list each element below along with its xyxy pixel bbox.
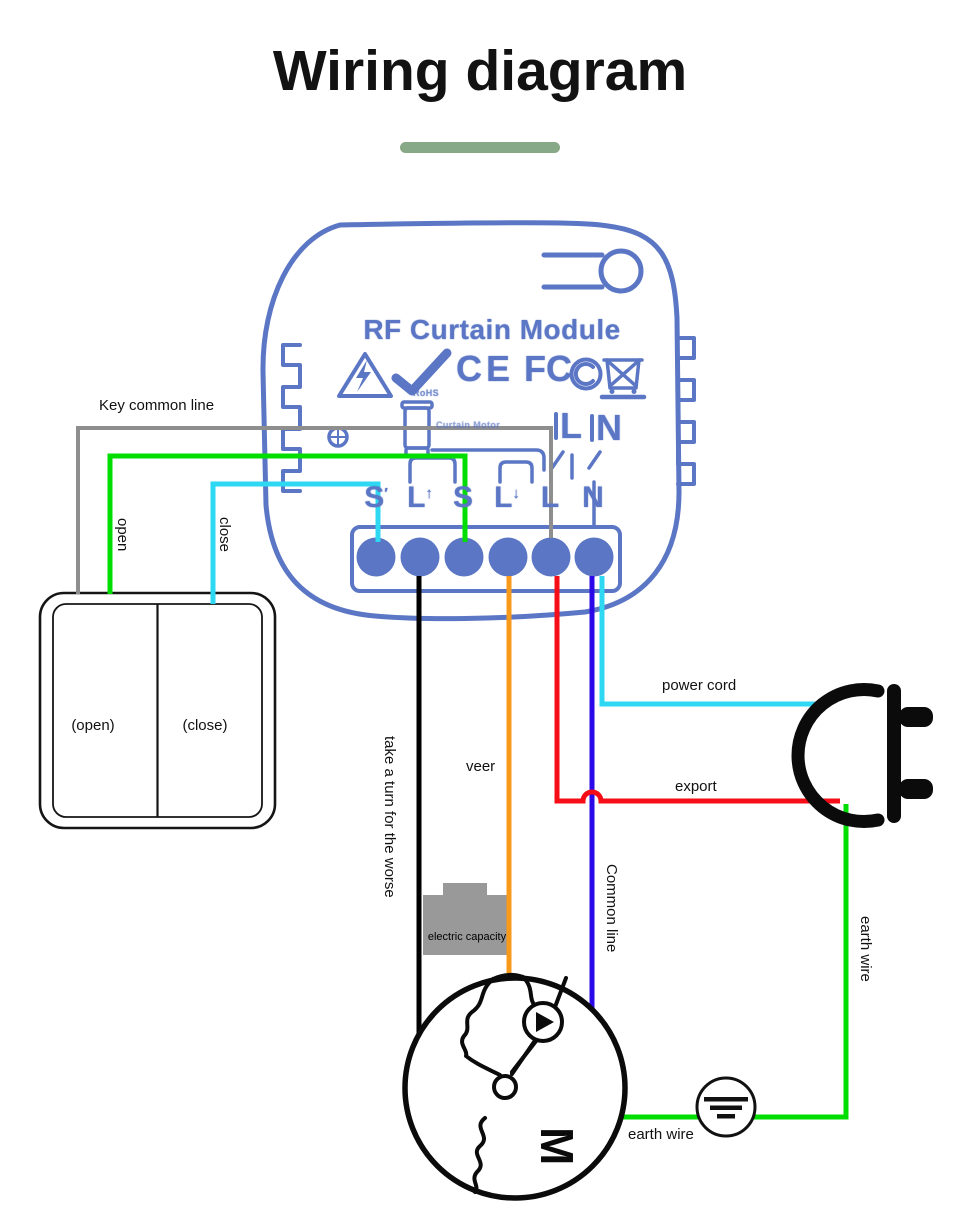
- plug-icon: [791, 683, 933, 828]
- wire-key-common-gray: [76, 426, 553, 594]
- terminal-3: [444, 537, 484, 577]
- motor-squiggle: [472, 1116, 487, 1194]
- motor-link-lines: [510, 976, 568, 1076]
- module-left-clip: [281, 343, 302, 493]
- motor-icon: [402, 972, 628, 1201]
- terminal-2: [400, 537, 440, 577]
- rohs-check-icon: [391, 348, 452, 396]
- title-underline: [400, 142, 560, 153]
- terminal-5: [531, 537, 571, 577]
- terminal-1: [356, 537, 396, 577]
- motor-coil-left: [460, 977, 502, 1077]
- print-L-leg: [550, 450, 574, 480]
- terminal-4: [488, 537, 528, 577]
- print-N-leg: [587, 450, 602, 535]
- wire-close-cyan: [210, 481, 381, 604]
- wire-earth-green: [612, 804, 849, 1120]
- motor-coil-top: [491, 972, 525, 981]
- plug-prong-top: [899, 707, 933, 727]
- module-right-clip: [676, 336, 696, 486]
- wall-switch: [38, 591, 277, 830]
- keyhole-icon: [541, 248, 644, 294]
- motor-pivot-circle: [492, 1074, 518, 1100]
- print-bracket-2: [498, 460, 534, 484]
- print-trace: [430, 448, 546, 472]
- screw-cross: [330, 429, 346, 445]
- antenna-cap: [400, 400, 434, 410]
- wire-power-cord-cyan: [599, 576, 828, 707]
- wire-open-green: [107, 453, 468, 594]
- warning-triangle-icon: [337, 352, 393, 398]
- motor-sensor-triangle: [536, 1012, 554, 1032]
- fcc-circle-c: [569, 357, 603, 391]
- plug-prong-bottom: [899, 779, 933, 799]
- weee-bin-icon: [599, 358, 647, 400]
- earth-ground-icon: [695, 1076, 757, 1138]
- module-body: [260, 220, 682, 622]
- terminal-6: [574, 537, 614, 577]
- capacitor: [423, 883, 509, 955]
- terminal-screws: [356, 537, 614, 577]
- wire-export-red: [554, 576, 840, 804]
